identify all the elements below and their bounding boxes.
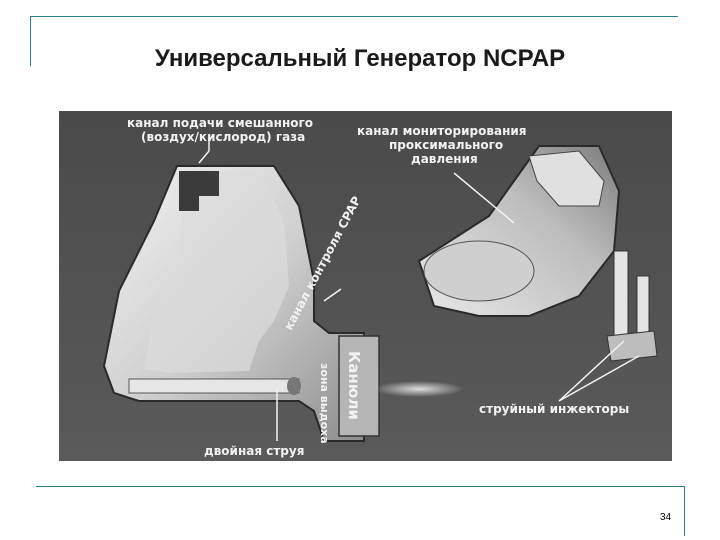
label-double-jet: двойная струя	[204, 444, 304, 458]
generator-body-left	[102, 165, 464, 442]
label-injectors: струйный инжекторы	[479, 402, 629, 416]
label-exit-zone: зона выдоха	[318, 363, 331, 444]
frame-line-right	[684, 486, 685, 536]
label-monitor-line3: давления	[411, 152, 478, 166]
label-monitor-line1: канал мониторирования	[357, 124, 526, 138]
frame-line-bottom	[36, 486, 684, 487]
frame-line-top	[30, 16, 678, 17]
slide-title: Универсальный Генератор NCPAP	[154, 45, 566, 72]
label-gas-channel-line1: канал подачи смешанного	[127, 116, 313, 130]
page-number: 34	[660, 512, 672, 523]
label-gas-channel-line2: (воздух/кислород) газа	[141, 130, 305, 144]
label-monitor-line2: проксимального	[389, 138, 503, 152]
generator-body-right	[417, 145, 658, 362]
ncpap-generator-figure: канал подачи смешанного (воздух/кислород…	[59, 111, 672, 461]
label-cannula: Канюли	[345, 351, 363, 420]
pointer-lines	[198, 138, 640, 441]
frame-line-left	[30, 16, 31, 66]
